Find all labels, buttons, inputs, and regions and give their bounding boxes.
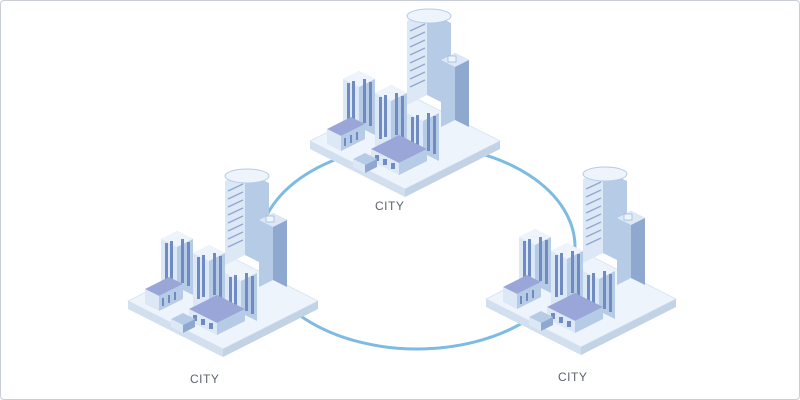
city-node-top — [309, 8, 501, 198]
city-label-right: CITY — [558, 370, 588, 384]
city-node-left — [127, 168, 319, 358]
city-label-left: CITY — [190, 372, 220, 386]
city-label-top: CITY — [375, 199, 405, 213]
